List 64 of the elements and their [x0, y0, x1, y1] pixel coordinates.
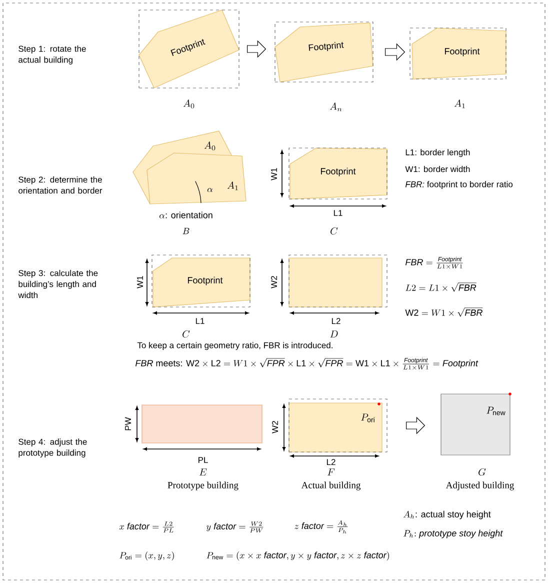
caption-text: $\alpha\mbox{: orientation}$: [160, 212, 212, 218]
point-label: $A_0$: [204, 142, 216, 150]
caption-text: Actual building: [301, 482, 360, 490]
equation: $x\ \mathit{factor}=\frac{L2}{PL}$: [119, 522, 174, 532]
equation: $\mathit{FBR}\mbox{ meets: }\mathrm{W2}\times\mathrm{L2}=W1\times\sqrt{\mathit{FPR}}\times\mathrm{L1}\times\sqrt{\mathit{FPR}}=\mathrm{W1}\times\mathrm{L1}\times\frac{\mathit{Footprint}}{L1\times W1}=\mathit{Footprint}$: [135, 358, 478, 370]
figure-letter: $F$: [327, 468, 335, 476]
step-label: Step 1: rotate the actual building: [18, 46, 86, 64]
building-rectangle: [288, 254, 388, 308]
point-label: $A_1$: [227, 182, 238, 190]
step-label: Step 2: determine the orientation and border: [18, 176, 102, 194]
figure-letter: $E$: [199, 468, 207, 476]
dimension-label: L1: [196, 318, 204, 324]
figure-letter: $D$: [330, 330, 338, 338]
block-arrow: [385, 43, 406, 61]
equation: $\mathit{FBR}=\frac{\mathit{Footprint}}{L1\times W1}$: [405, 256, 463, 269]
block-arrow: [406, 416, 426, 434]
step-label: Step 4: adjust the prototype building: [18, 438, 87, 458]
block-arrow: [247, 40, 266, 58]
note-text: FBR: footprint to border ratio: [405, 181, 513, 189]
building-footprint: [288, 148, 388, 200]
equation: $P_h\mathit{:prototype\ stoy\ height}$: [404, 530, 503, 538]
figure-letter: $C$: [330, 227, 338, 235]
note-text: L1: border length: [406, 149, 470, 157]
building-footprint: [410, 28, 506, 80]
dimension-label: PL: [198, 457, 208, 463]
building-rectangle: [288, 398, 388, 452]
note-text: To keep a certain geometry ratio, FBR is introduced.: [137, 342, 332, 350]
dimension-label: W2: [271, 276, 277, 288]
equation: $\mathrm{W2}=W1\times\sqrt{\mathit{FBR}}$: [405, 308, 483, 317]
dimension-label: L1: [334, 210, 342, 216]
dimension-label: PW: [125, 417, 131, 430]
footprint-label: Footprint: [188, 276, 223, 286]
dimension-label: W1: [137, 276, 143, 288]
step-label: Step 3: calculate the building’s length and width: [18, 270, 98, 298]
footprint-polygon: [146, 152, 246, 204]
caption-text: Prototype building: [168, 482, 238, 490]
footprint-label: Footprint: [320, 168, 356, 176]
equation: $P_{\mathrm{new}}=(x\times x\ \mathit{factor},y\times y\ \mathit{factor},z\times z\ \mathit{factor})$: [206, 552, 390, 560]
angle-label: $\alpha$: [207, 188, 213, 192]
figure-letter: $A_n$: [330, 102, 342, 112]
dimension-label: L2: [332, 318, 340, 324]
figure-letter: $G$: [478, 468, 486, 476]
figure-letter: $B$: [182, 228, 190, 234]
dimension-label: W2: [272, 421, 278, 434]
equation: $y\ \mathit{factor}=\frac{W2}{PW}$: [206, 522, 264, 533]
building-footprint: [138, 10, 240, 88]
figure-letter: $A_0$: [183, 100, 194, 108]
footprint-label: Footprint: [444, 48, 480, 56]
equation: $A_h\mbox{: actual stoy height}$: [404, 510, 491, 520]
figure-letter: $A_1$: [454, 100, 465, 108]
building-footprint: [274, 22, 374, 82]
adjusted-rectangle: [440, 392, 512, 456]
caption-text: Adjusted building: [446, 482, 514, 490]
equation: $P_{\mathrm{ori}}=(x,y,z)$: [120, 552, 174, 560]
point-label: $P_{\mathrm{ori}}$: [361, 414, 374, 422]
figure-letter: $C$: [182, 330, 190, 338]
dimension-label: W1: [271, 168, 277, 180]
prototype-rectangle: [142, 404, 262, 444]
note-text: W1: border width: [405, 166, 470, 172]
equation: $L2=L1\times\sqrt{\mathit{FBR}}$: [406, 282, 476, 292]
building-footprint: [152, 254, 250, 308]
equation: $z\ \mathit{factor}=\frac{A_h}{P_h}$: [294, 520, 348, 534]
point-label: $P_{\mathrm{new}}$: [486, 406, 506, 416]
footprint-label: Footprint: [308, 42, 344, 52]
